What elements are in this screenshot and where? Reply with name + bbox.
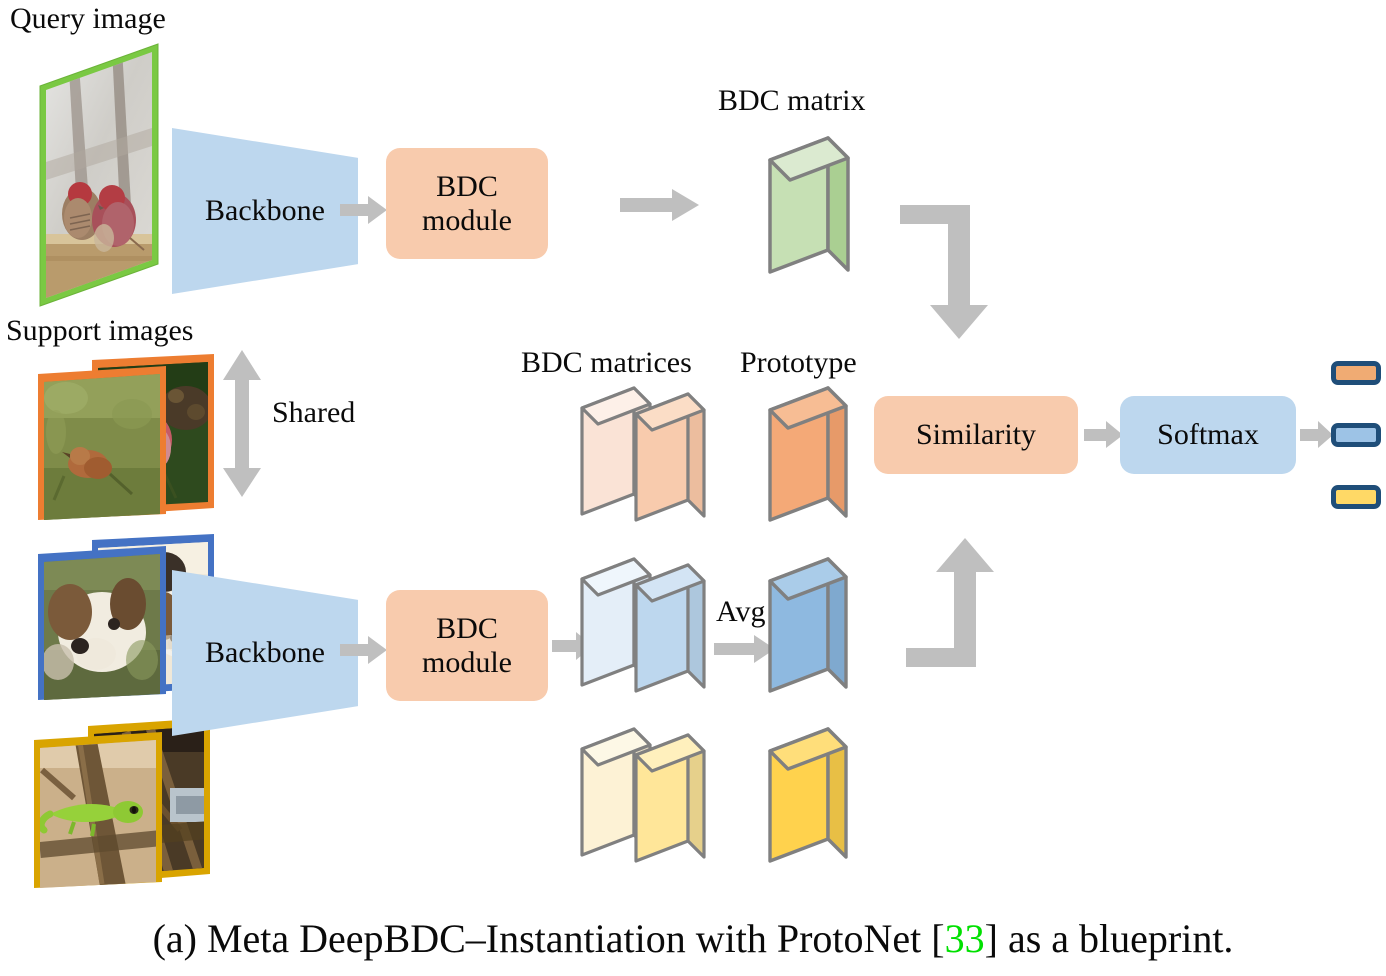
class-bar-yellow <box>1331 485 1381 509</box>
arrow-backbone-to-bdc-bottom <box>340 636 387 664</box>
label-query-image: Query image <box>10 2 166 35</box>
caption-reference: 33 <box>944 916 985 961</box>
bdc-module-top-line2: module <box>422 203 512 237</box>
caption-prefix: (a) Meta DeepBDC–Instantiation with Prot… <box>152 916 945 961</box>
bdc-matrices-pair-blue <box>580 557 706 693</box>
class-bar-blue <box>1331 423 1381 447</box>
support-image-pair-orange <box>36 348 216 520</box>
backbone-bottom <box>172 570 358 736</box>
similarity-label: Similarity <box>916 418 1036 452</box>
prototype-slab-orange <box>768 386 848 522</box>
label-avg: Avg <box>716 595 766 628</box>
figure-caption: (a) Meta DeepBDC–Instantiation with Prot… <box>0 915 1386 962</box>
arrow-softmax-to-output <box>1300 421 1333 448</box>
arrow-similarity-to-softmax <box>1084 421 1123 448</box>
bdc-module-top-line1: BDC <box>436 169 498 203</box>
bdc-module-bottom-line2: module <box>422 645 512 679</box>
prototype-slab-yellow <box>768 727 848 863</box>
bdc-matrices-pair-yellow <box>580 727 706 863</box>
bdc-module-bottom <box>386 590 548 701</box>
query-image-card <box>38 42 160 307</box>
elbow-arrow-up-to-similarity <box>906 538 994 667</box>
softmax-box <box>1120 396 1296 474</box>
backbone-top <box>172 128 358 294</box>
bdc-module-top-label: BDC module <box>386 148 548 259</box>
label-prototype: Prototype <box>740 346 857 379</box>
label-bdc-matrices: BDC matrices <box>521 346 692 379</box>
bdc-module-bottom-line1: BDC <box>436 611 498 645</box>
arrow-avg <box>714 635 775 663</box>
arrow-backbone-to-bdc-top <box>340 196 387 224</box>
bdc-matrices-pair-orange <box>580 386 706 522</box>
double-headed-vertical-arrow-shared <box>223 350 261 497</box>
bdc-matrix-slab-green <box>768 136 850 274</box>
similarity-box <box>874 396 1078 474</box>
elbow-arrow-down-to-similarity <box>900 205 988 339</box>
bdc-module-bottom-label: BDC module <box>386 590 548 701</box>
prototype-slab-blue <box>768 557 848 693</box>
bdc-module-top <box>386 148 548 259</box>
class-bar-orange <box>1331 361 1381 385</box>
support-image-pair-gold <box>30 710 210 890</box>
backbone-top-label: Backbone <box>205 194 325 228</box>
arrow-bdc-to-matrix-top <box>620 189 699 221</box>
label-bdc-matrix: BDC matrix <box>718 84 866 117</box>
caption-suffix: ] as a blueprint. <box>984 916 1234 961</box>
backbone-bottom-label: Backbone <box>205 636 325 670</box>
softmax-label: Softmax <box>1157 418 1259 452</box>
label-support-images: Support images <box>6 314 194 347</box>
label-shared: Shared <box>272 396 356 429</box>
